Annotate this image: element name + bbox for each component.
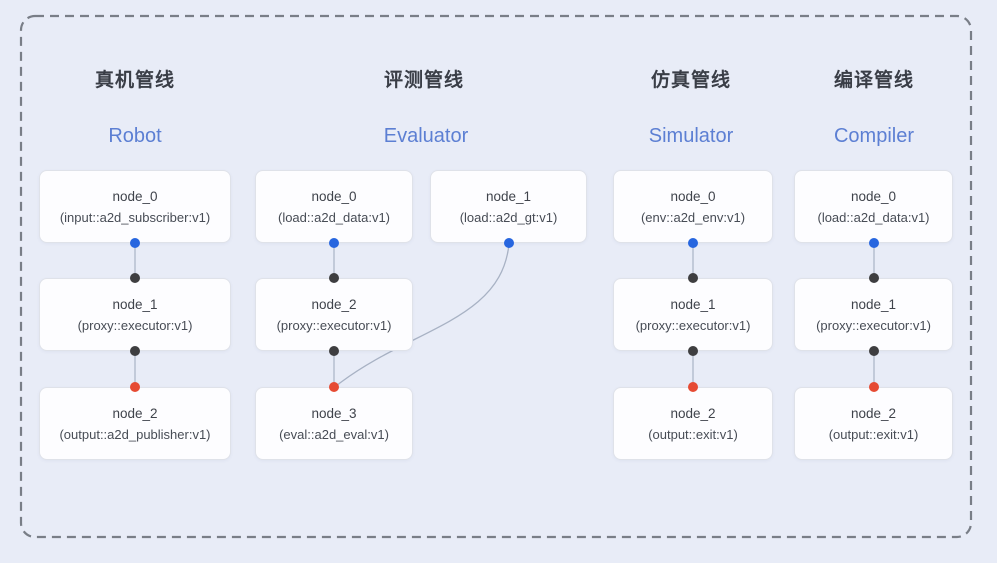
node-box-evaluator-node3: node_3 (eval::a2d_eval:v1) <box>255 387 413 460</box>
pipeline-title-zh-evaluator: 评测管线 <box>383 70 465 91</box>
node-box-simulator-node1: node_1 (proxy::executor:v1) <box>613 278 773 351</box>
node-box-compiler-node2: node_2 (output::exit:v1) <box>794 387 953 460</box>
port-dot-source <box>329 238 339 248</box>
node-box-compiler-node1: node_1 (proxy::executor:v1) <box>794 278 953 351</box>
node-box-evaluator-node1: node_1 (load::a2d_gt:v1) <box>430 170 587 243</box>
gt-edge-curve <box>335 243 510 387</box>
node-type: (env::a2d_env:v1) <box>640 209 746 225</box>
port-dot-sink <box>130 382 140 392</box>
port-dot-source <box>504 238 514 248</box>
pipeline-title-zh-compiler: 编译管线 <box>833 70 915 91</box>
pipeline-title-en-compiler: Compiler <box>833 125 915 147</box>
port-dot-sink <box>688 382 698 392</box>
pipeline-title-en-evaluator: Evaluator <box>383 125 469 147</box>
pipeline-title-zh-simulator: 仿真管线 <box>650 70 732 91</box>
node-box-evaluator-node2: node_2 (proxy::executor:v1) <box>255 278 413 351</box>
node-name: node_0 <box>670 188 716 204</box>
node-name: node_1 <box>112 296 158 312</box>
node-name: node_1 <box>670 296 716 312</box>
port-dot-intermediate <box>329 346 339 356</box>
port-dot-source <box>688 238 698 248</box>
node-type: (proxy::executor:v1) <box>276 317 392 333</box>
port-dot-intermediate <box>869 346 879 356</box>
pipeline-title-zh-robot: 真机管线 <box>94 70 176 91</box>
node-type: (output::exit:v1) <box>828 426 919 442</box>
node-box-robot-node0: node_0 (input::a2d_subscriber:v1) <box>39 170 231 243</box>
port-dot-intermediate <box>869 273 879 283</box>
node-type: (eval::a2d_eval:v1) <box>279 426 389 442</box>
pipeline-title-en-simulator: Simulator <box>648 125 734 147</box>
node-type: (load::a2d_gt:v1) <box>459 209 558 225</box>
node-name: node_3 <box>311 405 357 421</box>
node-box-simulator-node2: node_2 (output::exit:v1) <box>613 387 773 460</box>
port-dot-intermediate <box>130 346 140 356</box>
node-type: (load::a2d_data:v1) <box>817 209 930 225</box>
node-name: node_2 <box>670 405 716 421</box>
node-name: node_0 <box>112 188 158 204</box>
node-name: node_2 <box>311 296 357 312</box>
node-type: (output::exit:v1) <box>648 426 738 442</box>
port-dot-sink <box>329 382 339 392</box>
node-type: (load::a2d_data:v1) <box>277 209 391 225</box>
port-dot-intermediate <box>688 273 698 283</box>
port-dot-sink <box>869 382 879 392</box>
node-type: (proxy::executor:v1) <box>816 317 931 333</box>
dashed-boundary <box>19 14 973 539</box>
node-name: node_0 <box>850 188 897 204</box>
port-dot-intermediate <box>329 273 339 283</box>
node-box-evaluator-node0: node_0 (load::a2d_data:v1) <box>255 170 413 243</box>
node-box-compiler-node0: node_0 (load::a2d_data:v1) <box>794 170 953 243</box>
node-name: node_1 <box>485 188 532 204</box>
node-type: (proxy::executor:v1) <box>77 317 193 333</box>
node-name: node_1 <box>850 296 897 312</box>
node-name: node_0 <box>311 188 357 204</box>
node-type: (proxy::executor:v1) <box>635 317 751 333</box>
node-name: node_2 <box>112 405 158 421</box>
node-box-robot-node2: node_2 (output::a2d_publisher:v1) <box>39 387 231 460</box>
node-type: (output::a2d_publisher:v1) <box>59 426 211 442</box>
node-type: (input::a2d_subscriber:v1) <box>59 209 211 225</box>
node-name: node_2 <box>850 405 897 421</box>
pipeline-title-en-robot: Robot <box>108 125 162 147</box>
node-box-robot-node1: node_1 (proxy::executor:v1) <box>39 278 231 351</box>
node-box-simulator-node0: node_0 (env::a2d_env:v1) <box>613 170 773 243</box>
port-dot-source <box>869 238 879 248</box>
port-dot-source <box>130 238 140 248</box>
port-dot-intermediate <box>688 346 698 356</box>
port-dot-intermediate <box>130 273 140 283</box>
